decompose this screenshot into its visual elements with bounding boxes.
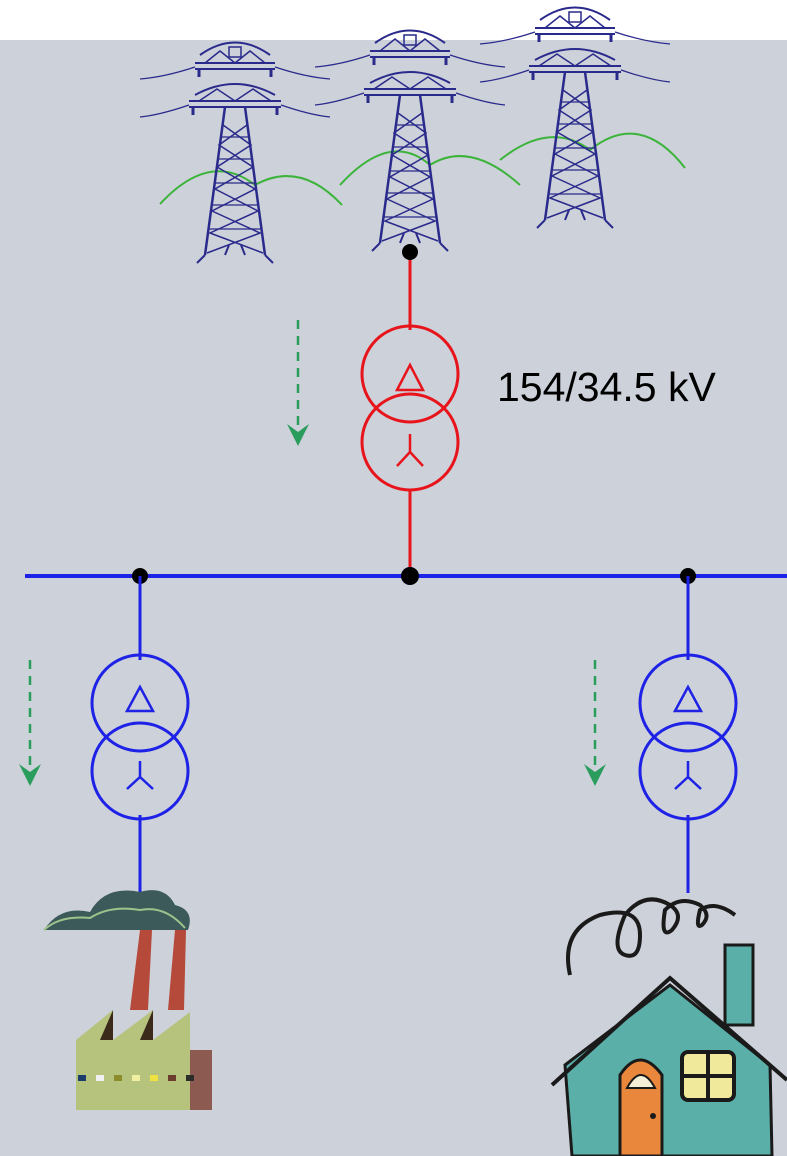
left-distribution-transformer bbox=[90, 576, 190, 895]
factory-icon bbox=[43, 890, 212, 1110]
main-transformer bbox=[360, 244, 460, 576]
transformer-rating-label: 154/34.5 kV bbox=[497, 364, 716, 410]
house-icon bbox=[550, 897, 787, 1156]
right-distribution-transformer bbox=[638, 576, 738, 893]
